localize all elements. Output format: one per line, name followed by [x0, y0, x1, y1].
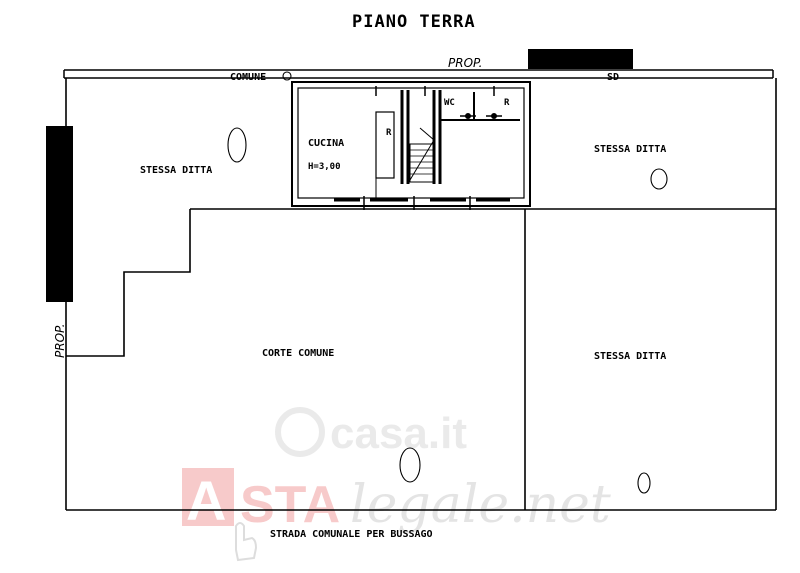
label-stessa-ditta-lower-right: STESSA DITTA: [594, 351, 666, 362]
label-r-right: R: [504, 98, 510, 108]
redaction-block-left: [46, 126, 73, 302]
watermark-casa: casa.it: [275, 407, 467, 458]
label-r-left: R: [386, 128, 392, 138]
label-stessa-ditta-left: STESSA DITTA: [140, 165, 212, 176]
top-boundary: [63, 69, 774, 79]
watermark-asta-rest: legale.net: [350, 475, 611, 535]
label-strada: STRADA COMUNALE PER BUSSAGO: [270, 529, 433, 540]
watermark-asta-a: A: [186, 469, 226, 532]
building: [291, 81, 531, 210]
label-wc: WC: [444, 98, 455, 108]
watermark-casa-text: casa.it: [330, 409, 467, 458]
label-cucina: CUCINA: [308, 138, 344, 149]
redaction-block-top: [528, 49, 633, 69]
property-outline: [65, 78, 777, 511]
hand-cursor-icon: [235, 522, 258, 562]
label-height: H=3,00: [308, 162, 341, 172]
label-corte-comune: CORTE COMUNE: [262, 348, 334, 359]
label-stessa-ditta-upper-right: STESSA DITTA: [594, 144, 666, 155]
watermark-asta-sta: STA: [240, 476, 340, 534]
page-title: PIANO TERRA: [352, 12, 476, 32]
hand-marks: [227, 71, 668, 494]
label-prop-top: PROP.: [448, 56, 482, 70]
label-prop-left: PROP.: [53, 324, 67, 358]
label-sd: SD: [607, 72, 619, 83]
label-comune: COMUNE: [230, 72, 266, 83]
watermark-astalegale: A STA legale.net: [182, 468, 611, 535]
